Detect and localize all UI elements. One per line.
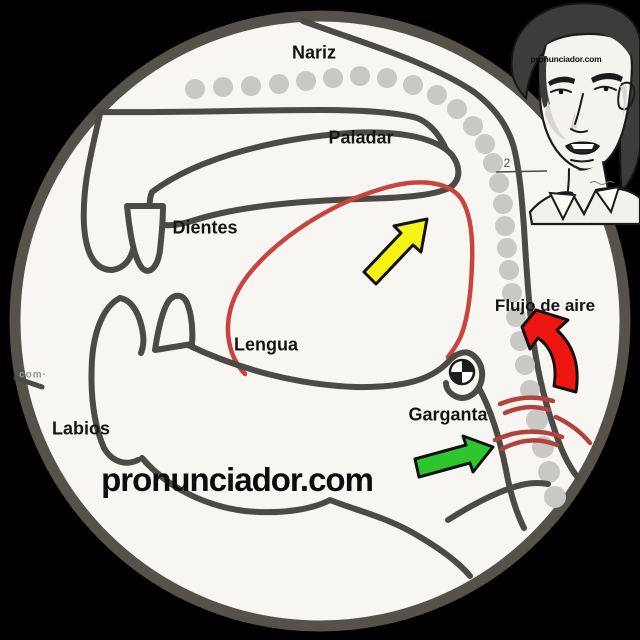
label-flujo-de-aire: Flujo de aire	[494, 296, 596, 315]
pharynx-back-wall	[300, 18, 581, 481]
upper-tooth-shape	[124, 203, 166, 274]
portrait-hairline	[540, 18, 632, 58]
chin-contour	[139, 455, 473, 579]
portrait-sideburn	[539, 56, 550, 108]
arrow-red-airflow	[520, 308, 579, 394]
jaw-pivot-marker	[448, 358, 476, 386]
label-dientes: Dientes	[172, 217, 238, 238]
jaw-top-line	[185, 342, 486, 401]
label-garganta: Garganta	[408, 404, 488, 425]
portrait-left-eyebrow	[548, 76, 575, 86]
portrait-collar-left	[548, 191, 577, 222]
airflow-dots	[185, 66, 566, 508]
portrait-ear	[617, 81, 636, 111]
annotation-2: 2	[503, 156, 511, 170]
lower-lip-shape	[88, 295, 147, 466]
edge-dash-mark	[13, 375, 45, 390]
jaw-back-line	[476, 385, 527, 531]
label-nariz: Nariz	[291, 42, 337, 63]
artist-signature-mark	[589, 181, 615, 185]
circle-frame	[9, 10, 631, 632]
watermark-text: pronunciador.com	[101, 461, 374, 498]
label-lengua: Lengua	[233, 334, 299, 355]
label-paladar: Paladar	[328, 127, 394, 148]
portrait-illustration	[510, 2, 640, 226]
neck-line	[445, 480, 551, 523]
tongue-outline	[225, 180, 475, 377]
edge-mark-text: com·	[19, 369, 47, 381]
arrow-yellow-tongue-to-palate	[362, 217, 429, 286]
portrait-nose	[574, 93, 584, 125]
portrait-collar-right	[594, 185, 621, 215]
annotation-underline	[495, 170, 548, 173]
nasal-floor-line	[93, 107, 453, 161]
vocal-fold-lines	[492, 395, 593, 452]
arrow-green-throat	[413, 434, 495, 479]
lower-tooth-shape	[152, 292, 196, 353]
portrait-forehead-watermark: pronunciador.com	[530, 54, 602, 64]
portrait-right-eye	[594, 85, 617, 91]
label-labios: Labios	[51, 418, 111, 439]
portrait-right-eyebrow	[591, 72, 623, 83]
portrait-left-eye	[550, 88, 572, 93]
